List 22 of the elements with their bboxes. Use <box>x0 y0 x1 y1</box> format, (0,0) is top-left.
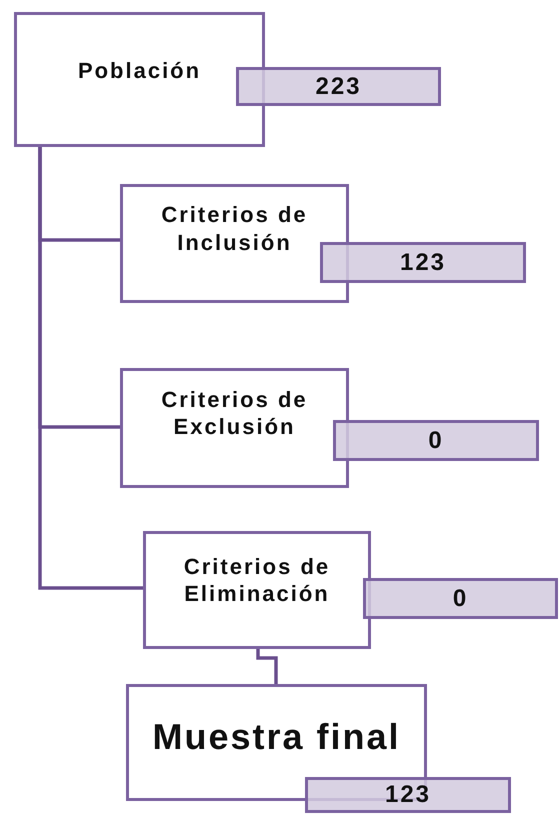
stage-label: Criterios de Eliminación <box>182 552 332 608</box>
stage-box <box>120 184 349 303</box>
count-box <box>305 777 511 813</box>
stage-label: Población <box>78 56 202 84</box>
count-box <box>236 67 441 106</box>
count-value: 0 <box>452 584 468 614</box>
stage-box <box>14 12 265 147</box>
stage-box <box>120 368 349 488</box>
count-box <box>320 242 526 283</box>
count-box <box>363 578 558 619</box>
count-value: 123 <box>384 780 432 810</box>
connector-line <box>256 649 278 684</box>
stage-label: Criterios de Exclusión <box>160 386 309 440</box>
stage-label: Criterios de Inclusión <box>160 201 309 256</box>
stage-label: Muestra final <box>152 715 401 759</box>
count-box <box>333 420 539 461</box>
count-value: 123 <box>400 248 446 278</box>
count-value: 223 <box>315 72 362 102</box>
stage-box <box>126 684 427 801</box>
stage-box <box>143 531 371 649</box>
connector-line <box>38 147 143 590</box>
count-value: 0 <box>428 426 444 456</box>
